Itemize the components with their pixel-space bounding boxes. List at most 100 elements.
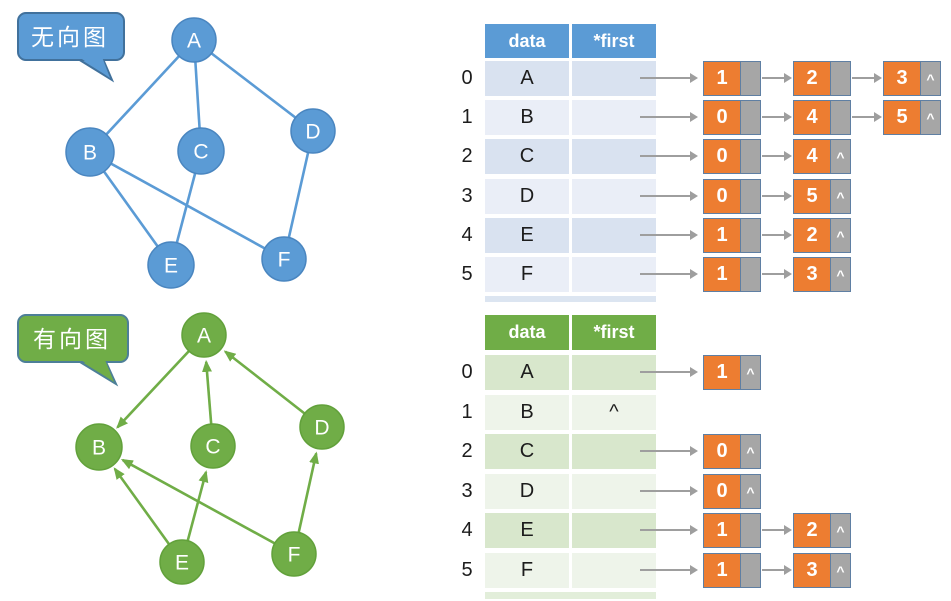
- list-node-value: 0: [716, 185, 728, 207]
- node-label-c: C: [205, 435, 220, 458]
- pointer-arrow: [762, 269, 792, 279]
- graph-node-f: F: [261, 236, 307, 282]
- u-index-0: 0: [461, 67, 473, 89]
- node-label-b: B: [92, 436, 106, 459]
- edge-c-to-a: [202, 359, 213, 425]
- graph-node-f: F: [271, 531, 317, 577]
- list-node-u-4-1: 2 ^: [793, 218, 851, 253]
- node-label-d: D: [314, 416, 329, 439]
- pointer-arrow: [640, 73, 698, 83]
- pointer-arrow: [762, 525, 792, 535]
- u-row-2-data: C: [485, 139, 569, 174]
- d-row-4-data: E: [485, 513, 569, 548]
- list-node-pointer: [740, 219, 760, 252]
- u-header-data: data: [485, 24, 569, 58]
- list-node-u-1-1: 4: [793, 100, 851, 135]
- pointer-arrow: [762, 151, 792, 161]
- list-node-d-5-1: 3 ^: [793, 553, 851, 588]
- u-row-1-data: B: [485, 100, 569, 135]
- list-node-d-0-0: 1 ^: [703, 355, 761, 390]
- list-node-u-2-1: 4 ^: [793, 139, 851, 174]
- pointer-arrow: [640, 112, 698, 122]
- u-row-5-data: F: [485, 257, 569, 292]
- u-index-3: 3: [461, 185, 473, 207]
- pointer-arrow: [640, 269, 698, 279]
- u-row-4-data: E: [485, 218, 569, 253]
- list-node-value: 2: [806, 519, 818, 541]
- d-index-5: 5: [461, 559, 473, 581]
- list-node-d-4-0: 1: [703, 513, 761, 548]
- undirected-bubble-label: 无向图: [31, 24, 109, 50]
- d-row-5-data: F: [485, 553, 569, 588]
- list-node-u-0-2: 3 ^: [883, 61, 941, 96]
- list-node-pointer: [740, 554, 760, 587]
- d-table-bottom-strip: [485, 592, 656, 599]
- list-node-value: 1: [716, 519, 728, 541]
- edge-d-to-a: [223, 350, 306, 415]
- list-node-value: 1: [716, 67, 728, 89]
- undirected-graph: A B C D E F 无向图: [17, 12, 336, 289]
- list-node-pointer: [830, 101, 850, 134]
- directed-graph: A B C D E F 有向图: [17, 312, 345, 585]
- list-node-value: 1: [716, 263, 728, 285]
- edge-a-b: [89, 39, 195, 153]
- d-index-0: 0: [461, 361, 473, 383]
- graph-node-d: D: [299, 404, 345, 450]
- pointer-arrow: [762, 112, 792, 122]
- edge-f-to-b: [120, 458, 276, 545]
- pointer-arrow: [762, 73, 792, 83]
- pointer-arrow: [762, 191, 792, 201]
- list-node-value: 0: [716, 480, 728, 502]
- list-node-d-5-0: 1: [703, 553, 761, 588]
- list-node-value: 0: [716, 440, 728, 462]
- d-row-1-first: ^: [572, 395, 656, 430]
- graph-node-e: E: [159, 539, 205, 585]
- graph-node-a: A: [171, 17, 217, 63]
- list-node-u-0-1: 2: [793, 61, 851, 96]
- list-node-value: 5: [806, 185, 818, 207]
- node-label-c: C: [193, 140, 208, 163]
- list-node-value: 0: [716, 106, 728, 128]
- list-node-pointer: ^: [920, 62, 940, 95]
- d-header-first: *first: [572, 315, 656, 350]
- list-node-d-4-1: 2 ^: [793, 513, 851, 548]
- graph-node-d: D: [290, 108, 336, 154]
- pointer-arrow: [640, 565, 698, 575]
- list-node-pointer: ^: [830, 140, 850, 173]
- pointer-arrow: [852, 112, 882, 122]
- d-index-2: 2: [461, 440, 473, 462]
- list-node-value: 1: [716, 559, 728, 581]
- list-node-pointer: ^: [740, 475, 760, 508]
- pointer-arrow: [640, 486, 698, 496]
- u-index-4: 4: [461, 224, 473, 246]
- list-node-u-2-0: 0: [703, 139, 761, 174]
- list-node-d-2-0: 0 ^: [703, 434, 761, 469]
- list-node-pointer: ^: [830, 180, 850, 213]
- list-node-value: 2: [806, 224, 818, 246]
- list-node-u-5-0: 1: [703, 257, 761, 292]
- d-row-3-data: D: [485, 474, 569, 509]
- list-node-u-4-0: 1: [703, 218, 761, 253]
- list-node-pointer: ^: [830, 514, 850, 547]
- list-node-pointer: ^: [830, 554, 850, 587]
- edge-f-to-d: [297, 451, 319, 533]
- list-node-pointer: [740, 514, 760, 547]
- directed-bubble-label: 有向图: [33, 326, 111, 352]
- graph-node-a: A: [181, 312, 227, 358]
- d-row-2-data: C: [485, 434, 569, 469]
- list-node-pointer: ^: [920, 101, 940, 134]
- pointer-arrow: [640, 525, 698, 535]
- edge-e-to-b: [113, 467, 171, 545]
- edge-a-d: [193, 38, 314, 133]
- node-label-e: E: [164, 254, 178, 277]
- graph-node-b: B: [65, 127, 115, 177]
- directed-edges: [113, 350, 319, 545]
- list-node-d-3-0: 0 ^: [703, 474, 761, 509]
- graph-node-c: C: [177, 127, 225, 175]
- list-node-pointer: ^: [830, 219, 850, 252]
- u-row-3-data: D: [485, 179, 569, 214]
- list-node-value: 1: [716, 361, 728, 383]
- list-node-pointer: ^: [740, 356, 760, 389]
- directed-callout-bubble: 有向图: [17, 314, 129, 387]
